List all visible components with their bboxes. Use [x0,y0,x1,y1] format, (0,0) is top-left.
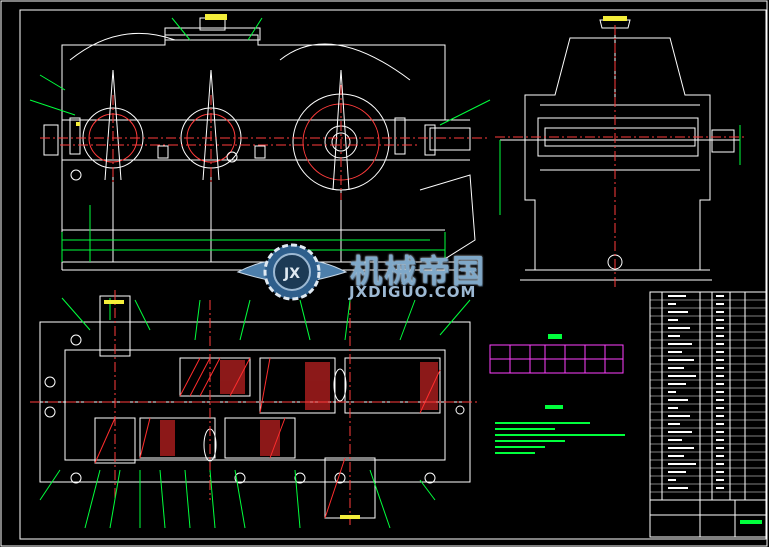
plan-view-leaders [39,297,471,529]
parts-list-text [668,295,724,489]
parts-list-row-text [668,487,688,489]
parts-list-row-text [668,479,676,481]
parts-list-row-text [716,439,724,441]
front-view-centerlines [40,85,490,200]
parts-list-row-text [668,455,684,457]
parts-list-row-text [668,431,692,433]
parts-list-row-text [668,311,688,313]
parts-list-row-text [668,447,694,449]
tech-notes [495,405,625,454]
parts-list-row-text [668,303,676,305]
title-block-accent [740,520,762,524]
parts-list-row-text [668,359,694,361]
parts-list-row-text [668,399,688,401]
parts-list-row-text [716,455,724,457]
parts-list-row-text [716,391,724,393]
parts-list-row-text [716,335,724,337]
parts-list-row-text [668,375,696,377]
parts-list-row-text [716,367,724,369]
parts-list-row-text [716,463,724,465]
gear-logo-icon: JX [263,243,321,301]
parts-list [649,291,767,538]
parts-list-row-text [716,327,724,329]
plan-view [39,295,471,519]
parts-list-row-text [668,327,690,329]
side-view-yellow [603,16,627,21]
spec-table [489,334,624,374]
parts-list-row-text [668,343,692,345]
parts-list-row-text [668,367,684,369]
parts-list-row-text [716,311,724,313]
parts-list-row-text [716,423,724,425]
front-view [43,17,476,271]
parts-list-row-text [668,383,686,385]
parts-list-row-text [716,343,724,345]
parts-list-row-text [668,407,678,409]
parts-list-row-text [668,415,690,417]
parts-list-row-text [716,399,724,401]
front-view-leaders [29,17,491,262]
parts-list-row-text [716,471,724,473]
parts-list-row-text [716,359,724,361]
parts-list-row-text [716,383,724,385]
parts-list-row-text [716,375,724,377]
parts-list-row-text [716,303,724,305]
plan-view-yellow [104,300,360,519]
parts-list-row-text [716,319,724,321]
parts-list-row-text [716,351,724,353]
side-view [500,19,740,281]
side-view-centerlines [495,25,745,290]
parts-list-row-text [716,407,724,409]
parts-list-row-text [668,351,682,353]
parts-list-row-text [668,319,678,321]
parts-list-row-text [668,471,686,473]
watermark-name: 机械帝国 [350,252,487,290]
parts-list-row-text [716,487,724,489]
parts-list-row-text [668,335,680,337]
parts-list-row-text [716,479,724,481]
parts-list-row-text [716,295,724,297]
parts-list-row-text [716,447,724,449]
watermark-site: JXDIGUO.COM [349,283,477,301]
logo-letters: JX [283,266,300,282]
side-view-leaders [499,125,741,215]
parts-list-row-text [716,415,724,417]
plan-view-fills [160,360,438,456]
parts-list-row-text [668,295,686,297]
parts-list-row-text [668,439,682,441]
parts-list-row-text [668,423,680,425]
parts-list-rows [650,299,766,493]
parts-list-row-text [668,463,696,465]
front-view-yellow [76,14,227,126]
parts-list-row-text [668,391,676,393]
plan-view-centerlines [30,290,480,525]
parts-list-row-text [716,431,724,433]
